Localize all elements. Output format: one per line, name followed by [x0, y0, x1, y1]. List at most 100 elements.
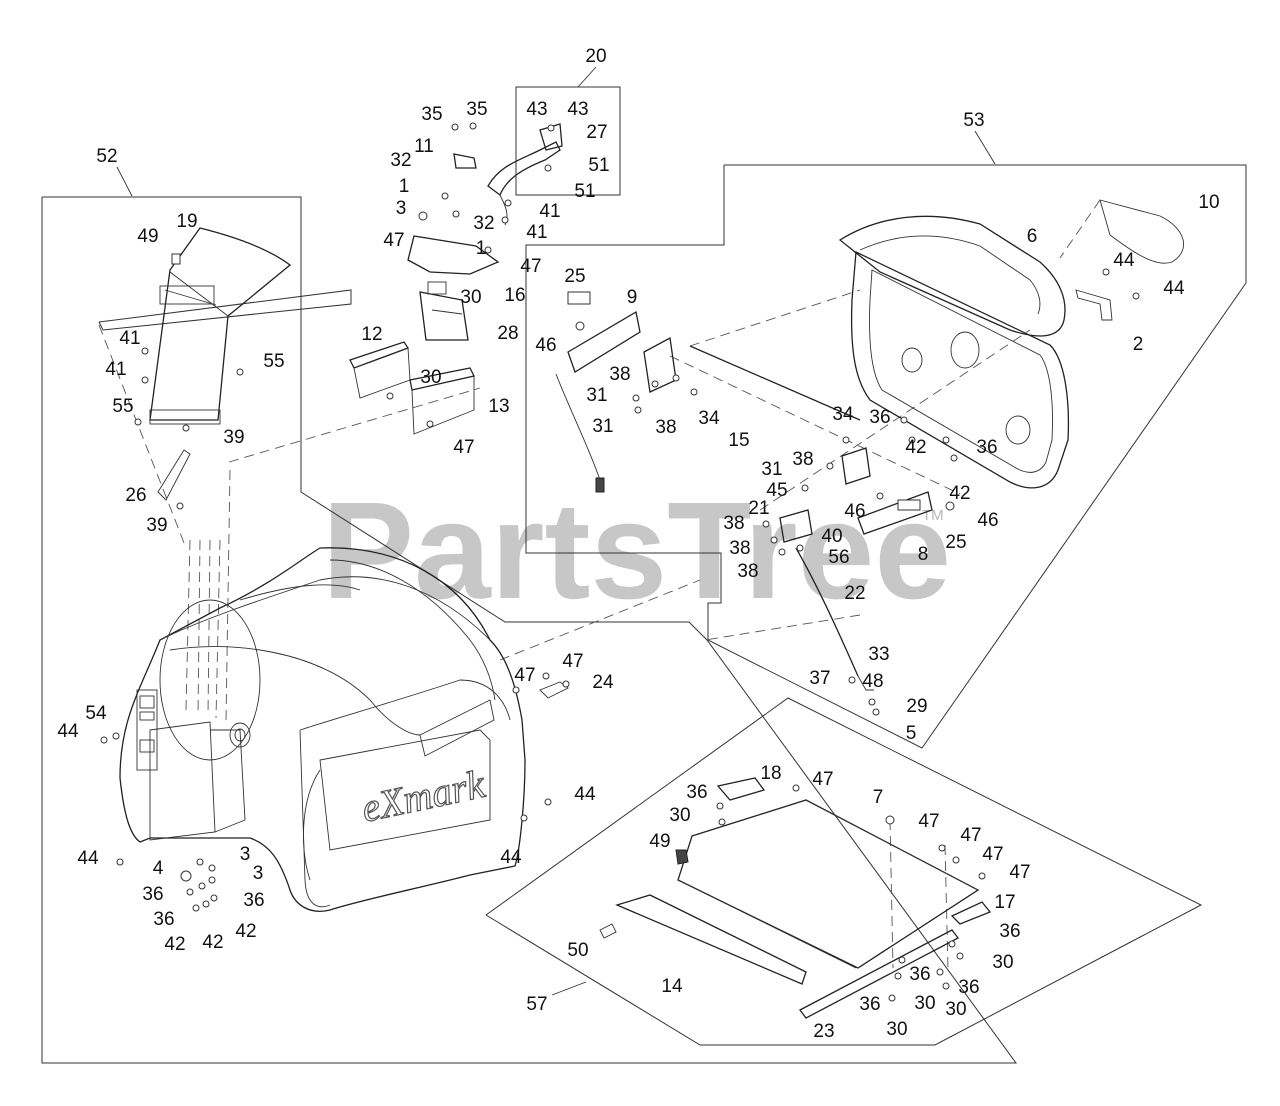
group-53-boundary [525, 164, 1247, 749]
harness-20 [487, 141, 561, 197]
callout-42: 42 [164, 934, 185, 955]
callout-24: 24 [592, 672, 614, 693]
callout-30: 30 [420, 367, 441, 388]
callout-36: 36 [976, 437, 997, 458]
callout-1: 1 [399, 176, 410, 197]
callout-41: 41 [105, 359, 126, 380]
chute-assembly [149, 227, 292, 501]
callout-27: 27 [586, 122, 607, 143]
decal-10 [1099, 199, 1184, 264]
callout-31: 31 [761, 459, 782, 480]
detail-dashed-boundary [98, 289, 352, 331]
callout-56: 56 [828, 547, 849, 568]
callout-44: 44 [77, 848, 99, 869]
callout-32: 32 [390, 150, 411, 171]
callout-44: 44 [1113, 250, 1135, 271]
callout-40: 40 [821, 526, 842, 547]
callout-21: 21 [748, 498, 769, 519]
callout-38: 38 [792, 449, 813, 470]
callout-31: 31 [592, 416, 613, 437]
callout-36: 36 [243, 890, 264, 911]
callout-20: 20 [585, 46, 606, 67]
lid-6 [838, 215, 1066, 337]
callout-3: 3 [240, 844, 251, 865]
cable-22 [795, 547, 859, 677]
bracket-2 [1075, 289, 1113, 321]
callout-38: 38 [737, 561, 758, 582]
callout-1: 1 [476, 238, 487, 259]
callout-53: 53 [963, 110, 984, 131]
callout-47: 47 [514, 665, 535, 686]
callout-43: 43 [567, 99, 588, 120]
callout-3: 3 [253, 863, 264, 884]
callout-42: 42 [949, 483, 970, 504]
callout-36: 36 [153, 909, 174, 930]
callout-41: 41 [119, 328, 140, 349]
callout-47: 47 [960, 825, 981, 846]
callout-47: 47 [982, 844, 1003, 865]
fastener-50 [599, 923, 617, 939]
callout-38: 38 [655, 417, 676, 438]
bracket-24 [539, 681, 569, 699]
callout-44: 44 [574, 784, 596, 805]
watermark-trademark: TM [922, 507, 944, 524]
callout-48: 48 [862, 671, 883, 692]
callout-30: 30 [460, 287, 481, 308]
bracket-9 [567, 310, 641, 373]
callout-43: 43 [526, 99, 547, 120]
callout-42: 42 [905, 437, 926, 458]
group-outlines [41, 86, 1247, 1064]
callout-36: 36 [859, 994, 880, 1015]
callout-14: 14 [661, 976, 683, 997]
tray-7 [677, 799, 980, 969]
callout-5: 5 [906, 723, 917, 744]
callout-12: 12 [361, 324, 382, 345]
callout-4: 4 [153, 858, 164, 879]
strip-14 [615, 894, 807, 985]
callout-34: 34 [698, 408, 720, 429]
callout-44: 44 [1163, 278, 1185, 299]
callout-36: 36 [999, 921, 1020, 942]
callout-46: 46 [844, 501, 865, 522]
callout-52: 52 [96, 146, 117, 167]
callout-36: 36 [869, 407, 890, 428]
callout-13: 13 [488, 396, 509, 417]
callout-29: 29 [906, 696, 927, 717]
bracket-right-lower [841, 447, 871, 485]
callout-15: 15 [728, 430, 749, 451]
rod-15 [689, 345, 861, 421]
callout-41: 41 [526, 222, 547, 243]
callout-38: 38 [729, 538, 750, 559]
callout-44: 44 [57, 721, 79, 742]
callout-30: 30 [992, 952, 1013, 973]
group-52-boundary [41, 196, 1017, 1064]
decal-25-right [897, 499, 921, 511]
callout-33: 33 [868, 644, 889, 665]
callout-38: 38 [723, 513, 744, 534]
callout-47: 47 [562, 651, 583, 672]
lid-assembly [838, 199, 1184, 489]
callout-7: 7 [873, 787, 884, 808]
callout-32: 32 [473, 213, 494, 234]
hood-shell [119, 547, 526, 912]
callout-47: 47 [383, 230, 404, 251]
callout-35: 35 [421, 104, 442, 125]
callout-51: 51 [588, 155, 609, 176]
control-assembly [349, 123, 563, 435]
tray-assembly [599, 777, 992, 1019]
group-20-boundary [515, 86, 621, 196]
callout-44: 44 [500, 847, 522, 868]
callout-49: 49 [137, 226, 158, 247]
callout-57: 57 [526, 994, 547, 1015]
callout-38: 38 [609, 364, 630, 385]
bracket-18 [716, 777, 766, 801]
callout-36: 36 [142, 884, 163, 905]
callout-3: 3 [396, 198, 407, 219]
door-frame [850, 251, 1070, 489]
callout-46: 46 [535, 335, 556, 356]
callout-22: 22 [844, 583, 865, 604]
callout-25: 25 [945, 532, 966, 553]
callout-55: 55 [112, 396, 133, 417]
